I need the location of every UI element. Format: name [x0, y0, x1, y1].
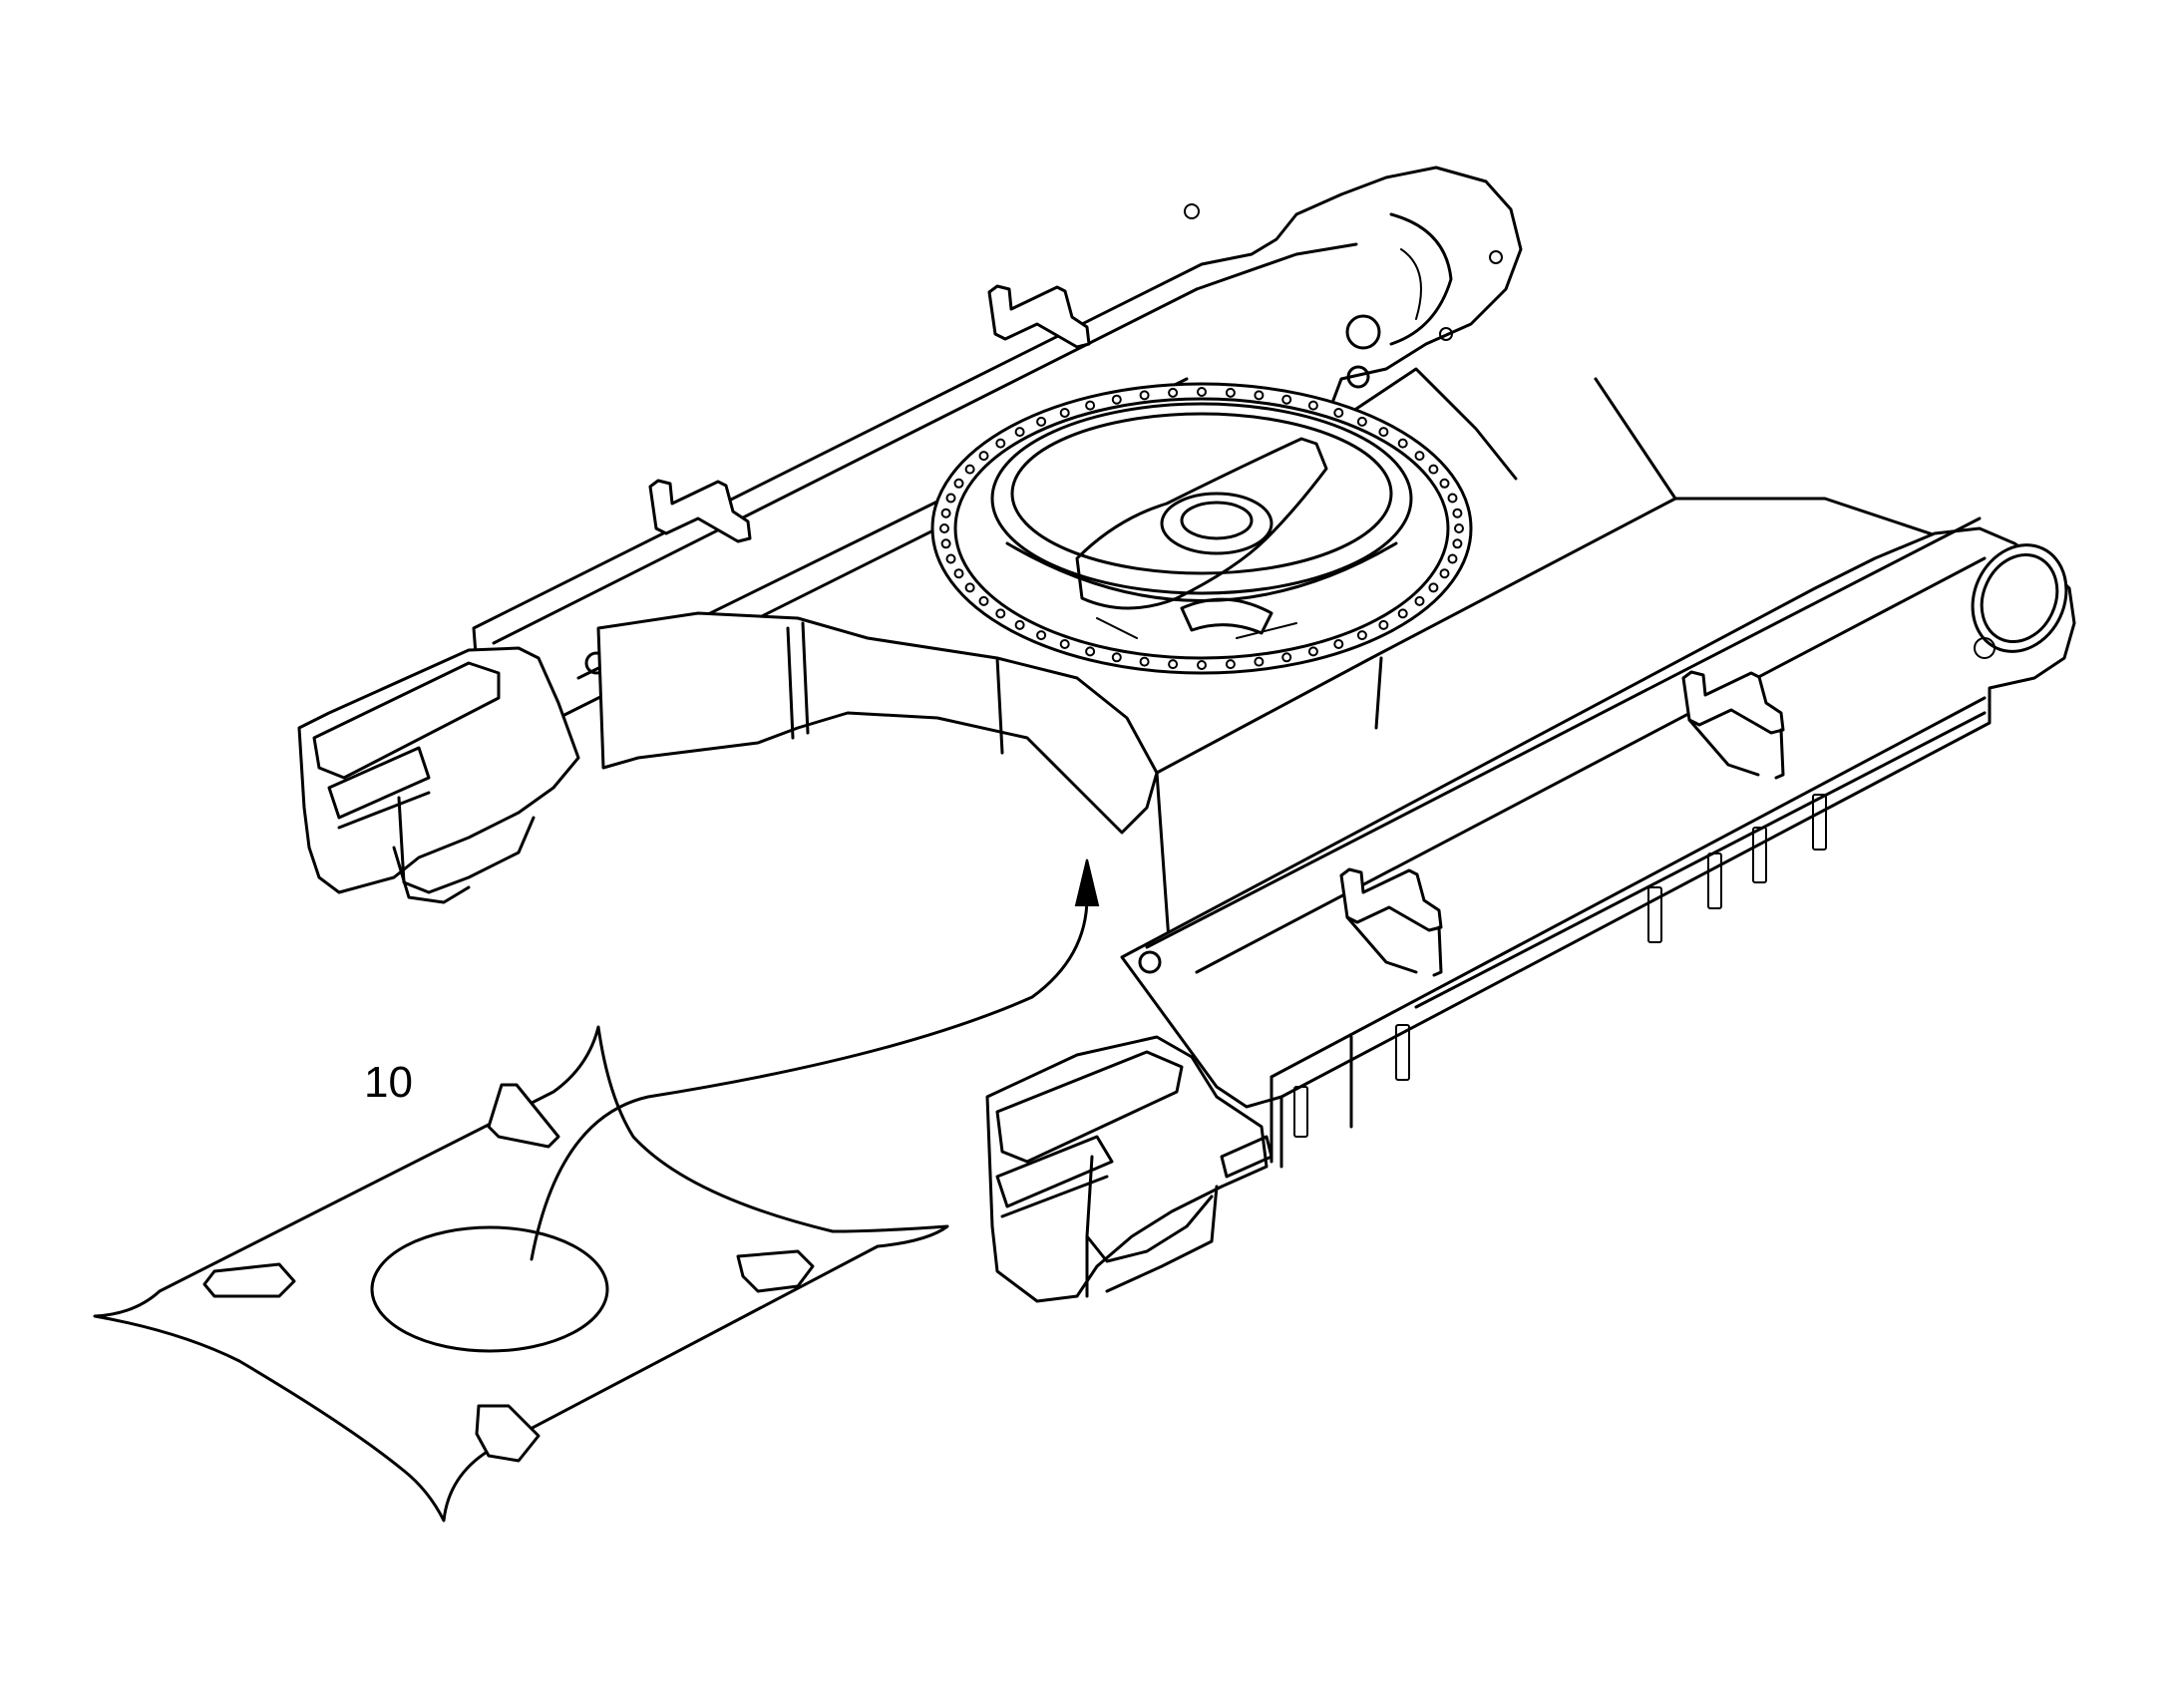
bolt-hole — [1333, 408, 1344, 418]
bolt-hole — [1254, 656, 1265, 667]
bolt-hole — [1378, 619, 1389, 630]
bolt-hole — [1225, 659, 1236, 670]
bolt-hole — [1439, 478, 1450, 489]
bolt-hole — [1014, 427, 1025, 438]
bolt-hole — [945, 553, 956, 564]
bolt-hole — [940, 538, 951, 549]
bolt-hole — [1281, 394, 1292, 405]
bolt-hole — [964, 582, 975, 593]
bolt-hole — [1059, 408, 1070, 418]
bolt-hole — [1447, 493, 1458, 504]
bolt-hole — [1036, 416, 1047, 427]
bolt-hole — [940, 508, 951, 518]
bolt-hole — [995, 608, 1006, 619]
bolt-hole — [1428, 582, 1439, 593]
bolt-hole — [1059, 639, 1070, 649]
bolt-hole — [1085, 646, 1096, 657]
bolt-hole — [1254, 390, 1265, 401]
undercarriage-frame — [297, 166, 2076, 1303]
bolt-hole — [1139, 390, 1150, 401]
bolt-hole — [978, 595, 989, 606]
bolt-hole — [1014, 619, 1025, 630]
bolt-hole — [1414, 451, 1425, 462]
bearing-bolt-holes — [939, 387, 1464, 670]
bolt-hole — [1454, 523, 1464, 533]
bolt-hole — [1356, 416, 1367, 427]
bolt-hole — [978, 451, 989, 462]
mounting-pads — [1293, 794, 1827, 1138]
center-body — [596, 367, 2006, 984]
bolt-hole — [1111, 394, 1122, 405]
bolt-hole — [1452, 538, 1463, 549]
bolt-hole — [1439, 568, 1450, 579]
bolt-hole — [1428, 464, 1439, 475]
bolt-hole — [1139, 656, 1150, 667]
bolt-hole — [1168, 659, 1179, 670]
bolt-hole — [945, 493, 956, 504]
bolt-hole — [953, 478, 964, 489]
bolt-hole — [939, 523, 949, 533]
bolt-hole — [953, 568, 964, 579]
bolt-hole — [1452, 508, 1463, 518]
bolt-hole — [1447, 553, 1458, 564]
bolt-hole — [1036, 630, 1047, 641]
bolt-hole — [1085, 400, 1096, 411]
bolt-hole — [1356, 630, 1367, 641]
bottom-plate-10 — [93, 1025, 949, 1523]
bolt-hole — [1307, 400, 1318, 411]
bolt-hole — [964, 464, 975, 475]
bolt-hole — [1225, 387, 1236, 398]
assembly-arrow — [530, 858, 1100, 1261]
bolt-hole — [1307, 646, 1318, 657]
bolt-hole — [1414, 595, 1425, 606]
bolt-hole — [995, 438, 1006, 449]
front-track-frame — [985, 516, 2076, 1303]
bolt-hole — [1397, 608, 1408, 619]
bolt-hole — [1378, 427, 1389, 438]
bolt-hole — [1168, 387, 1179, 398]
bolt-hole — [1333, 639, 1344, 649]
bolt-hole — [1397, 438, 1408, 449]
bolt-hole — [1197, 660, 1207, 670]
reference-numeral-10: 10 — [364, 1058, 413, 1107]
bolt-hole — [1281, 652, 1292, 663]
bolt-hole — [1197, 387, 1207, 397]
bolt-hole — [1111, 652, 1122, 663]
